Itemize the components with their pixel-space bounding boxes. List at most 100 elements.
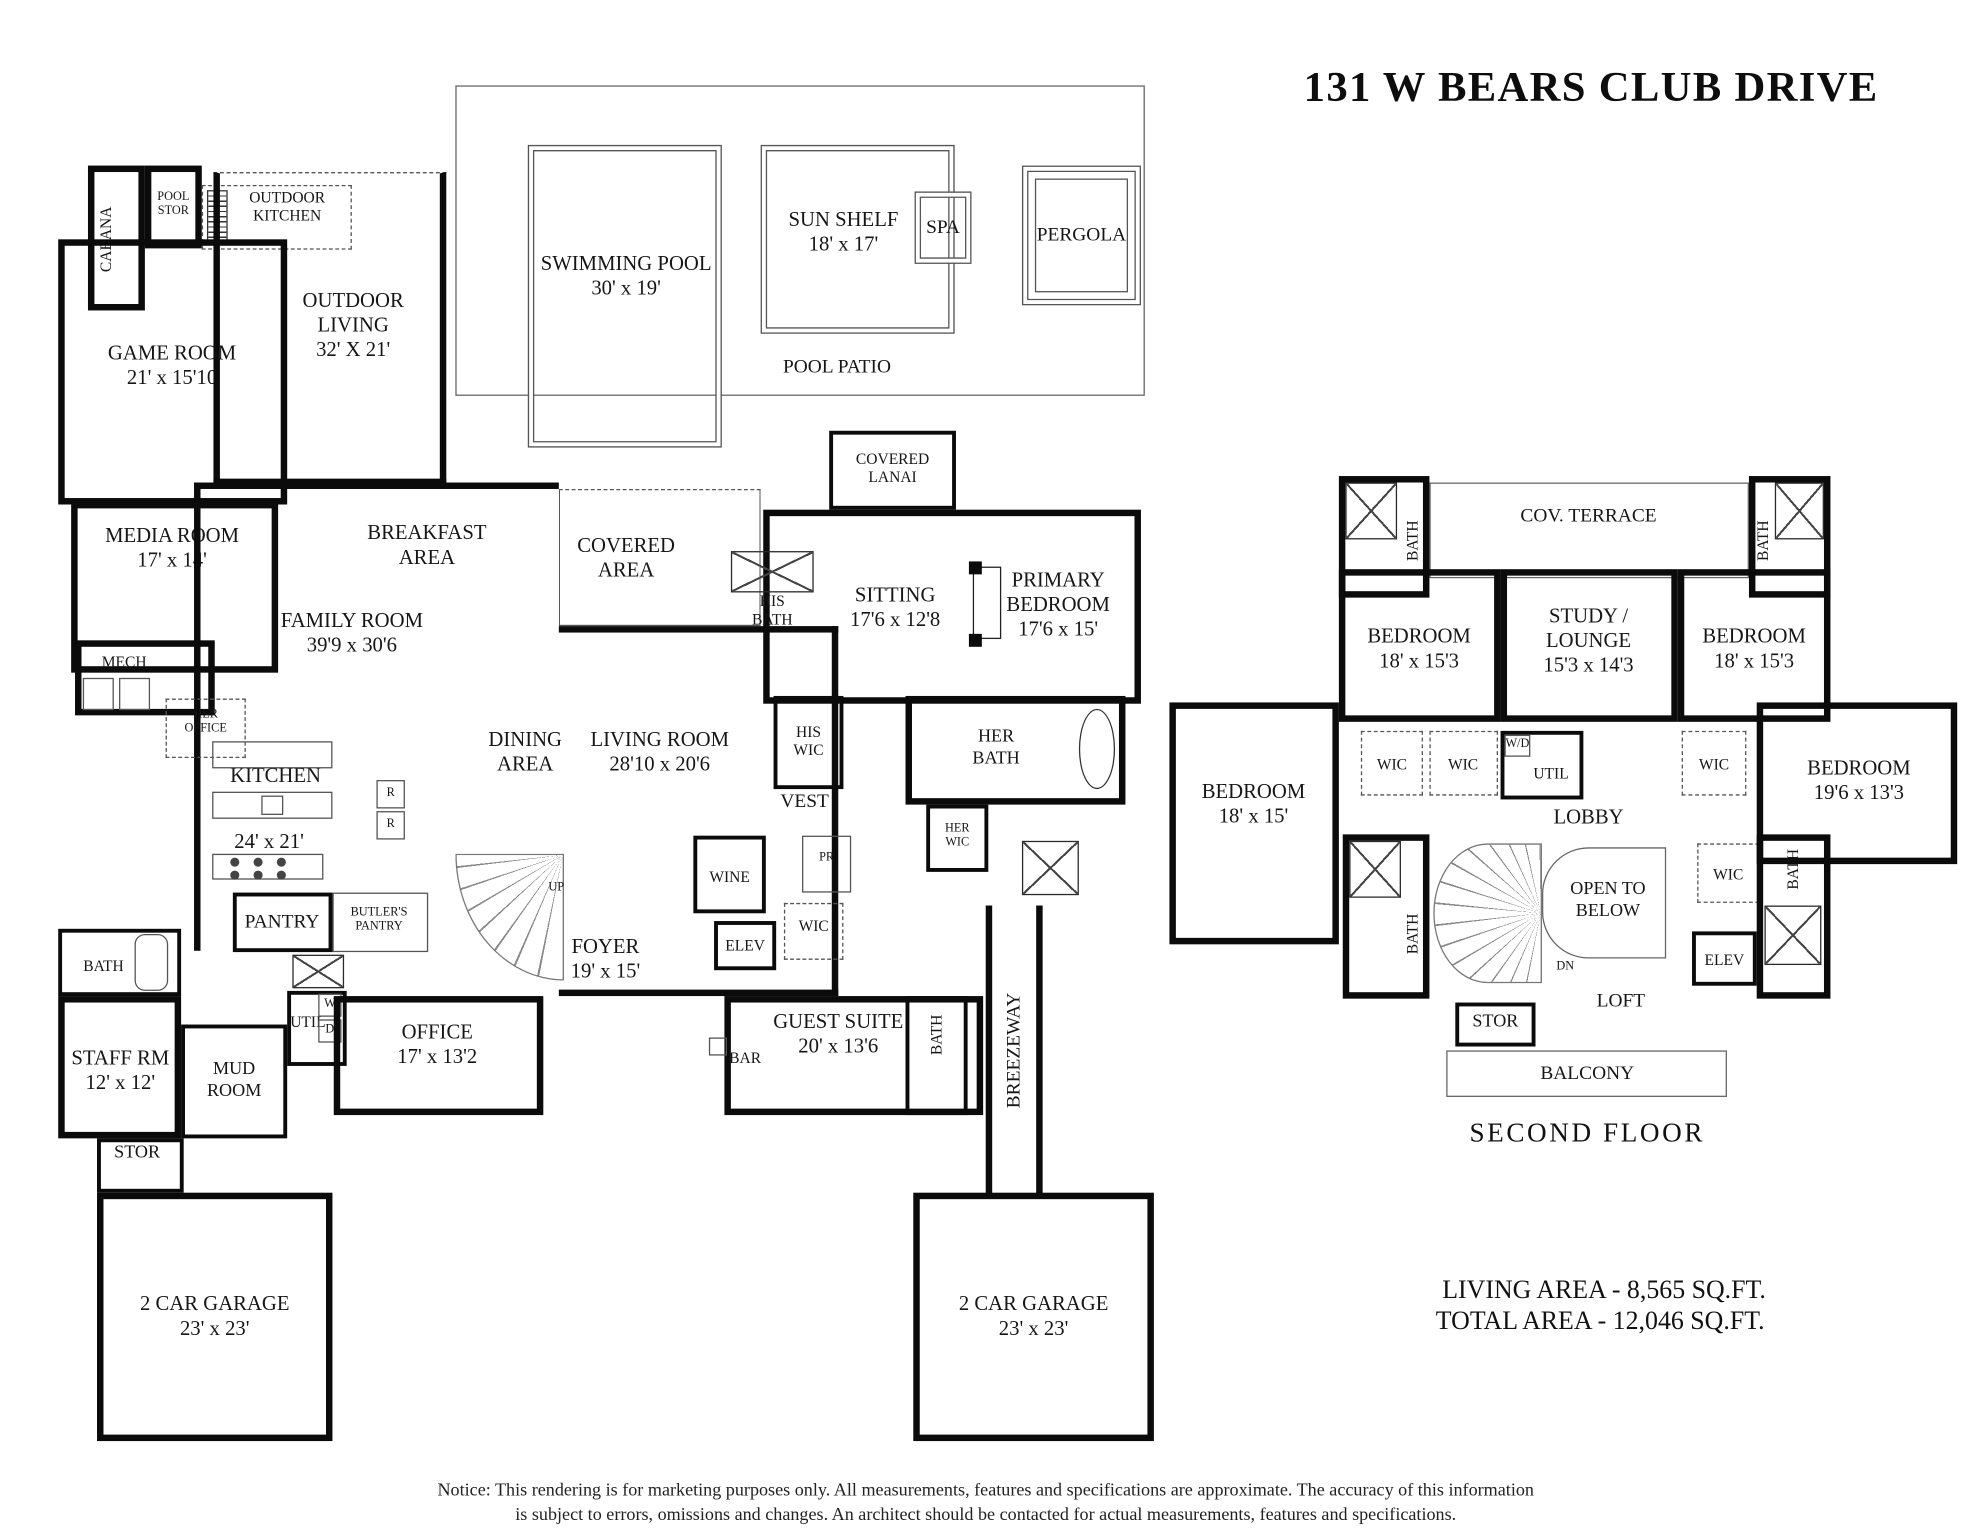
- pergola-label: PERGOLA: [1036, 225, 1127, 246]
- sf-bath-right: [1756, 834, 1831, 999]
- game-room-label: GAME ROOM 21' x 15'10: [107, 342, 237, 390]
- powder-room: [802, 835, 852, 893]
- vest-label: VEST: [780, 791, 829, 813]
- her-bath: [905, 695, 1126, 805]
- mech-unit-1: [82, 677, 114, 711]
- pergola: [1021, 165, 1141, 306]
- primary-bed: [972, 566, 1002, 640]
- kitchen-label: KITCHEN: [230, 765, 321, 788]
- living-area-text: LIVING AREA - 8,565 SQ.FT.: [1442, 1276, 1766, 1305]
- dryer-label: D: [325, 1023, 335, 1037]
- sf-bedroom-right-label: BEDROOM 18' x 15'3: [1702, 625, 1806, 673]
- util-room: [287, 990, 347, 1066]
- pool-stor-label: POOL STOR: [157, 190, 190, 219]
- game-room: [58, 239, 288, 505]
- sf-bedroom-far-right-label: BEDROOM 19'6 x 13'3: [1807, 757, 1911, 805]
- staff-tub: [134, 933, 169, 991]
- wine-room: [693, 835, 766, 914]
- media-room: [71, 501, 279, 673]
- sf-elevator-label: ELEV: [1704, 950, 1745, 969]
- sf-bedroom-far-right: [1756, 702, 1958, 865]
- guest-wic: [783, 902, 844, 960]
- fridge-2-label: R: [386, 817, 395, 831]
- his-shower: [730, 551, 814, 593]
- covered-lanai: [829, 430, 956, 510]
- open-to-below-label: OPEN TO BELOW: [1570, 879, 1646, 922]
- washer-label: W: [324, 997, 336, 1011]
- garage-right: [913, 1192, 1154, 1442]
- sf-bath-left-label: BATH: [1403, 913, 1422, 955]
- spiral-stair-second: [1433, 843, 1542, 984]
- notice-line-1: Notice: This rendering is for marketing …: [437, 1481, 1534, 1501]
- staff-room: [58, 996, 182, 1139]
- main-body-center: [558, 626, 839, 997]
- bed-post-bottom: [968, 633, 982, 647]
- sf-balcony-label: BALCONY: [1540, 1063, 1635, 1085]
- sf-lobby-label: LOBBY: [1553, 806, 1624, 829]
- guest-bath: [905, 996, 968, 1116]
- foyer-label: FOYER 19' x 15': [570, 936, 641, 984]
- sf-bedroom-left: [1338, 569, 1501, 722]
- sf-shower-tr: [1774, 482, 1824, 540]
- primary-bedroom-label: PRIMARY BEDROOM 17'6 x 15': [1006, 569, 1110, 642]
- stor-room: [97, 1138, 184, 1193]
- powder-room-label: PR: [819, 851, 835, 865]
- elevator: [714, 921, 777, 971]
- office-label: OFFICE 17' x 13'2: [397, 1021, 478, 1069]
- sf-shower-left: [1349, 840, 1401, 898]
- his-wic-label: HIS WIC: [793, 722, 824, 760]
- dining-area-label: DINING AREA: [488, 729, 562, 777]
- breakfast-area-label: BREAKFAST AREA: [367, 522, 487, 570]
- kitchen-dims-label: 24' x 21': [234, 831, 304, 854]
- office: [333, 996, 544, 1116]
- sf-loft-label: LOFT: [1596, 990, 1646, 1012]
- sf-wic3-label: WIC: [1698, 755, 1730, 774]
- swimming-pool-label: SWIMMING POOL 30' x 19': [540, 253, 712, 301]
- elevator-label: ELEV: [725, 936, 765, 955]
- cov-terrace: [1429, 482, 1749, 579]
- fridge-1: [376, 780, 405, 809]
- sf-bedroom-far-left: [1169, 702, 1339, 945]
- sun-shelf: [760, 144, 955, 334]
- sf-wic3: [1681, 730, 1747, 796]
- sun-shelf-label: SUN SHELF 18' x 17': [788, 209, 899, 257]
- staff-bath: [58, 928, 182, 997]
- sf-bedroom-far-left-label: BEDROOM 18' x 15': [1201, 781, 1306, 828]
- breezeway: [985, 905, 1043, 1197]
- sf-wd-label: W/D: [1505, 737, 1530, 751]
- stair-dn-label: DN: [1556, 960, 1575, 974]
- staff-bath-label: BATH: [83, 957, 124, 976]
- dryer-box: [318, 1019, 342, 1043]
- sitting-label: SITTING 17'6 x 12'8: [850, 584, 941, 632]
- her-shower: [1021, 840, 1079, 896]
- guest-wic-label: WIC: [798, 916, 829, 936]
- mud-room-label: MUD ROOM: [206, 1059, 262, 1101]
- sf-util-label: UTIL: [1533, 764, 1569, 783]
- cabana: [87, 165, 145, 311]
- spiral-stair-first: [455, 853, 565, 981]
- outdoor-living-label: OUTDOOR LIVING 32' X 21': [302, 290, 404, 362]
- outdoor-kitchen-label: OUTDOOR KITCHEN: [249, 188, 326, 226]
- sf-bath-left: [1342, 834, 1430, 999]
- sf-wic1: [1360, 730, 1423, 796]
- butlers-pantry-label: BUTLER'S PANTRY: [350, 906, 408, 934]
- sf-study-lounge-label: STUDY / LOUNGE 15'3 x 14'3: [1543, 605, 1634, 678]
- sf-study-lounge: [1500, 569, 1678, 722]
- spa: [914, 191, 972, 264]
- sf-wd-box: [1504, 734, 1531, 757]
- covered-area-label: COVERED AREA: [577, 535, 675, 583]
- washer-box: [318, 993, 342, 1017]
- sf-shower-right: [1764, 905, 1822, 966]
- garage-left-label: 2 CAR GARAGE 23' x 23': [139, 1293, 290, 1341]
- pantry-label: PANTRY: [244, 911, 320, 933]
- cooktop-counter: [212, 853, 324, 880]
- mech-label: MECH: [101, 653, 147, 672]
- stair-up-label: UP: [548, 881, 565, 895]
- total-area-text: TOTAL AREA - 12,046 SQ.FT.: [1435, 1307, 1765, 1336]
- his-bath-label: HIS BATH: [752, 591, 793, 629]
- pool-patio-label: POOL PATIO: [782, 357, 891, 378]
- sf-bedroom-right: [1677, 569, 1831, 722]
- her-bath-label: HER BATH: [972, 727, 1020, 769]
